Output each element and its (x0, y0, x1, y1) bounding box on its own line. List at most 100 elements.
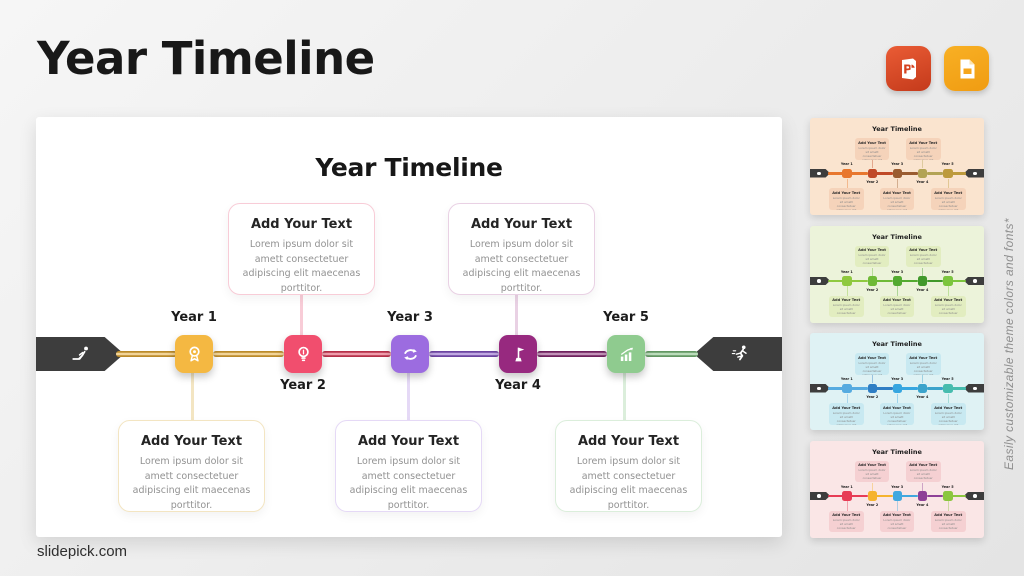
thumb-segment (828, 172, 843, 175)
thumb-milestone (842, 168, 852, 178)
theme-thumbnail[interactable]: Year Timeline Year 1 Year 2 Year 3 Year … (810, 440, 984, 538)
thumb-milestone (943, 383, 953, 393)
thumb-milestone (892, 276, 902, 286)
powerpoint-icon[interactable]: P (886, 46, 931, 91)
thumb-segment (876, 387, 893, 390)
year2-label: Year 2 (280, 378, 326, 393)
thumb-segment (952, 172, 966, 175)
thumb-segment (851, 387, 868, 390)
thumb-finish-flag (964, 169, 984, 178)
thumb-start-flag (810, 169, 830, 178)
text-box-year4: Add Your Text Lorem ipsum dolor sit amet… (448, 203, 595, 295)
thumb-year-label: Year 4 (916, 395, 929, 399)
thumb-milestone (892, 383, 902, 393)
theme-thumbnail[interactable]: Year Timeline Year 1 Year 2 Year 3 Year … (810, 118, 984, 215)
thumb-segment (851, 494, 868, 497)
text-box-year2: Add Your Text Lorem ipsum dolor sit amet… (228, 203, 375, 295)
sync-arrows-icon (403, 348, 417, 360)
thumb-year-label: Year 4 (916, 502, 929, 507)
thumb-connector (947, 178, 949, 188)
year5-label: Year 5 (603, 310, 649, 325)
thumb-connector (947, 501, 949, 511)
thumb-segment (901, 387, 918, 390)
text-box-body: Lorem ipsum dolor sit amett consectetuer… (462, 239, 581, 295)
google-slides-icon[interactable] (944, 46, 989, 91)
thumb-connector (846, 393, 848, 403)
thumb-milestone (842, 276, 852, 286)
growth-chart-icon (620, 347, 633, 361)
timeline-start-flag (36, 337, 124, 371)
thumb-connector (872, 482, 873, 491)
thumb-milestone (842, 491, 852, 501)
connector-year4 (515, 293, 518, 337)
thumb-year-label: Year 5 (941, 162, 954, 166)
thumb-connector (922, 375, 923, 383)
thumb-year-label: Year 2 (866, 502, 879, 507)
watermark-link[interactable]: slidepick.com (37, 543, 128, 560)
thumb-connector (922, 482, 923, 491)
thumb-start-flag (810, 384, 830, 393)
mini-runner-icon (973, 279, 977, 283)
thumb-milestone (867, 383, 877, 393)
thumb-year-label: Year 5 (941, 377, 954, 381)
timeline-finish-flag (694, 337, 782, 371)
powerpoint-glyph: P (901, 58, 916, 79)
crouching-runner-icon (72, 346, 88, 360)
thumb-connector (846, 178, 848, 188)
text-box-body: Lorem ipsum dolor sit amett consectetuer… (242, 239, 361, 295)
timeline-segment (537, 351, 607, 357)
thumb-segment (952, 387, 966, 390)
thumb-segment (876, 494, 893, 497)
thumb-slide-title: Year Timeline (872, 125, 922, 133)
thumb-slide-title: Year Timeline (872, 340, 922, 348)
text-box-body: Lorem ipsum dolor sit amett consectetuer… (132, 456, 251, 512)
thumb-connector (846, 501, 848, 511)
thumb-segment (851, 172, 868, 175)
thumb-milestone (892, 168, 902, 178)
thumb-year-label: Year 3 (891, 377, 904, 381)
thumb-segment (828, 279, 843, 282)
text-box-title: Add Your Text (357, 434, 460, 449)
text-box-body: Lorem ipsum dolor sit amett consectetuer… (569, 456, 688, 512)
svg-text:P: P (903, 62, 912, 76)
thumb-milestone (943, 491, 953, 501)
thumb-year-label: Year 3 (891, 162, 904, 166)
text-box-title: Add Your Text (577, 434, 680, 449)
thumb-segment (927, 172, 943, 175)
thumb-milestone (867, 168, 877, 178)
thumb-finish-flag (964, 276, 984, 285)
thumb-connector (872, 160, 873, 168)
side-note: Easily customizable theme colors and fon… (1002, 218, 1016, 470)
theme-thumbnail[interactable]: Year Timeline Year 1 Year 2 Year 3 Year … (810, 333, 984, 430)
thumb-connector (947, 393, 949, 403)
text-box-year1: Add Your Text Lorem ipsum dolor sit amet… (118, 420, 265, 512)
thumb-segment (927, 387, 943, 390)
milestone-year3 (391, 335, 429, 373)
thumb-segment (828, 387, 843, 390)
slide-preview: Year Timeline (36, 117, 782, 537)
thumb-year-label: Year 5 (941, 269, 954, 274)
thumb-milestone (943, 276, 953, 286)
text-box-year3: Add Your Text Lorem ipsum dolor sit amet… (335, 420, 482, 512)
timeline-segment (213, 351, 284, 357)
sprinting-runner-icon (731, 345, 747, 361)
thumb-year-label: Year 1 (840, 484, 853, 489)
thumb-connector (846, 286, 848, 296)
thumb-year-label: Year 2 (866, 180, 879, 184)
thumb-start-flag (810, 276, 830, 285)
thumb-connector (897, 393, 898, 403)
connector-year5 (623, 371, 626, 422)
theme-thumbnail[interactable]: Year Timeline Year 1 Year 2 Year 3 Year … (810, 225, 984, 323)
lightbulb-icon (297, 346, 309, 361)
milestone-year1 (175, 335, 213, 373)
milestone-year5 (607, 335, 645, 373)
